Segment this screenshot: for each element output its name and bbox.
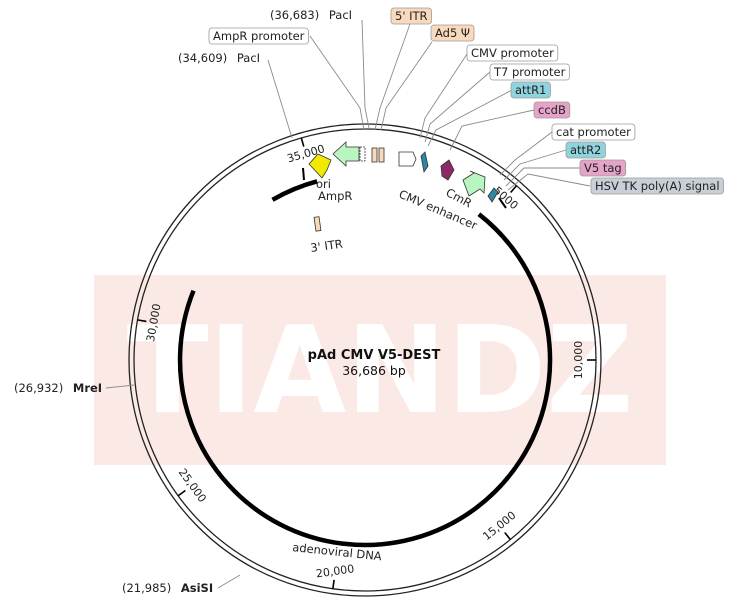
attr1-arrow [420, 151, 429, 174]
leader-asisi [217, 574, 241, 589]
label-box-text: attR2 [570, 143, 601, 157]
leader-ampr-promoter [309, 35, 365, 131]
feature-label-box: ccdB [533, 101, 571, 119]
feature-label-box: cat promoter [551, 123, 636, 141]
tick-mark [504, 532, 511, 541]
site-name: PacI [329, 8, 352, 22]
site-asisi: (21,985) AsiSI [122, 581, 213, 595]
label-box-text: AmpR promoter [213, 29, 305, 43]
feature-end-right [498, 197, 507, 209]
cmr-arc [271, 179, 318, 202]
feature-label-box: Ad5 Ψ [430, 24, 475, 42]
tick-label: 20,000 [315, 562, 355, 580]
leader-mrei [105, 384, 135, 389]
tick-mark [332, 579, 335, 589]
leader-attr1 [427, 89, 513, 147]
attr2-arrow [487, 187, 499, 203]
feature-label-box: CMV promoter [466, 44, 559, 62]
label-box-text: Ad5 Ψ [435, 26, 470, 40]
cmv-promoter-arrow [398, 151, 417, 167]
tick-mark [137, 319, 147, 323]
feature-label-box: 5' ITR [390, 7, 432, 25]
label-box-text: 5' ITR [395, 9, 428, 23]
label-box-text: V5 tag [584, 161, 622, 175]
site-position: (36,683) [270, 8, 319, 22]
feature-glyphs [302, 141, 507, 232]
tick-mark [300, 137, 305, 147]
leader-hsv-polya [507, 173, 591, 191]
3itr-glyph [313, 216, 322, 232]
label-box-background [390, 7, 432, 25]
backbone-outer-ring [128, 123, 602, 597]
feature-label-box: attR2 [565, 141, 606, 159]
site-pacI-36683: (36,683) PacI [270, 8, 352, 22]
ampr-label: AmpR [318, 189, 352, 203]
plasmid-size: 36,686 bp [342, 363, 406, 378]
label-box-text: cat promoter [556, 125, 631, 139]
feature-end-left [302, 167, 305, 181]
feature-label-box: V5 tag [579, 159, 627, 177]
feature-label-box: HSV TK poly(A) signal [590, 177, 724, 195]
label-box-background [466, 44, 559, 62]
3itr-label: 3' ITR [309, 237, 343, 255]
site-position: (34,609) [178, 51, 227, 65]
label-box-background [208, 27, 309, 45]
label-box-background [565, 141, 606, 159]
label-box-background [551, 123, 636, 141]
5itr-glyph [371, 147, 378, 163]
leader-attr2 [503, 149, 567, 181]
leader-cat-promoter [499, 131, 553, 176]
site-name: PacI [237, 51, 260, 65]
leader-lines [105, 19, 591, 589]
label-box-text: HSV TK poly(A) signal [595, 179, 720, 193]
leader-t7-promoter [424, 71, 491, 143]
tick-mark [177, 489, 186, 497]
label-box-background [510, 81, 551, 99]
tick-mark [510, 185, 518, 193]
label-box-background [533, 101, 571, 119]
site-name: MreI [73, 381, 102, 395]
site-position: (21,985) [122, 581, 171, 595]
label-box-text: attR1 [515, 83, 546, 97]
ampr-promoter-glyph [359, 146, 366, 162]
adenoviral-dna-arc [177, 212, 553, 548]
site-position: (26,932) [14, 381, 63, 395]
cmr-arrow [462, 170, 486, 197]
leader-cmv-promoter [419, 53, 468, 139]
leader-ccdb [449, 109, 535, 151]
leader-pacI-36683 [361, 19, 370, 129]
ori-arrow [308, 153, 332, 179]
leader-ad5psi [380, 41, 433, 131]
label-box-background [579, 159, 627, 177]
label-box-text: ccdB [538, 103, 566, 117]
ampr-arrow [332, 141, 360, 167]
leader-v5-tag [505, 167, 580, 187]
label-box-background [430, 24, 475, 42]
label-box-background [489, 63, 570, 81]
feature-label-box: AmpR promoter [208, 27, 309, 45]
leader-5itr [374, 23, 411, 131]
site-mrei: (26,932) MreI [14, 381, 102, 395]
ccdb-arrow [440, 159, 455, 181]
site-pacI-34609: (34,609) PacI [178, 51, 260, 65]
site-name: AsiSI [181, 581, 213, 595]
tick-label: 10,000 [572, 341, 585, 380]
label-box-text: CMV promoter [471, 46, 554, 60]
label-box-text: T7 promoter [493, 65, 566, 79]
feature-label-box: attR1 [510, 81, 551, 99]
ad5psi-glyph [378, 147, 385, 163]
label-box-background [590, 177, 724, 195]
ori-label: ori [316, 177, 331, 191]
leader-pacI-34609 [267, 59, 293, 139]
plasmid-name: pAd CMV V5-DEST [308, 348, 441, 363]
feature-label-box: T7 promoter [489, 63, 570, 81]
